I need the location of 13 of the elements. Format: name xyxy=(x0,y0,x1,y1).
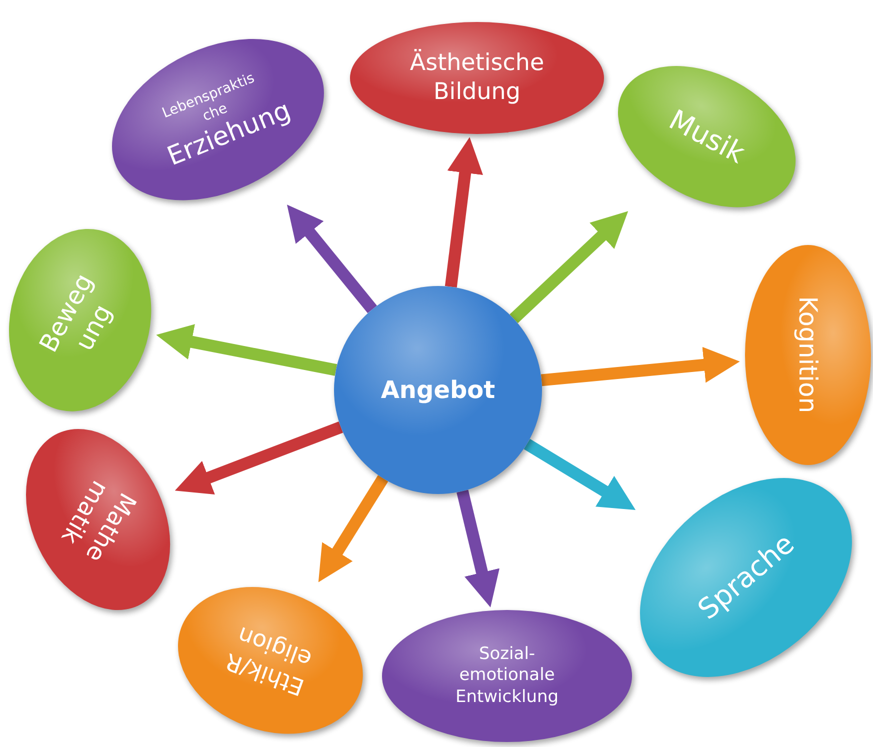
topic-label: Sozial-emotionale Entwicklung xyxy=(454,644,560,708)
block-arrow xyxy=(318,475,388,582)
topic-label: Kognition xyxy=(792,296,824,416)
block-arrow xyxy=(286,204,377,314)
topic-label: Ästhetische Bildung xyxy=(408,49,546,107)
block-arrow xyxy=(156,324,338,376)
block-arrow xyxy=(540,346,740,386)
block-arrow xyxy=(174,422,343,495)
block-arrow xyxy=(444,137,483,288)
block-arrow xyxy=(524,438,636,510)
center-label: Angebot xyxy=(380,375,496,405)
block-arrow xyxy=(456,490,500,608)
block-arrow xyxy=(510,211,628,324)
